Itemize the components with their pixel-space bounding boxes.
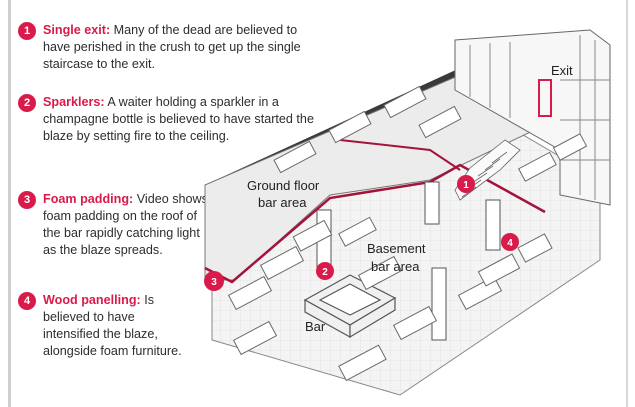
note-body: Is believed to have intensified the blaz… xyxy=(43,293,182,358)
marker-number: 2 xyxy=(322,267,328,278)
note-heading: Single exit: xyxy=(43,23,111,37)
note-sparklers: 2 Sparklers: A waiter holding a sparkler… xyxy=(18,94,318,145)
marker-4: 4 xyxy=(501,233,519,251)
marker-number: 1 xyxy=(463,180,469,191)
booth-seating xyxy=(227,85,588,382)
exit-structure xyxy=(454,29,611,206)
note-wood-panelling: 4 Wood panelling: Is believed to have in… xyxy=(18,292,193,360)
right-border-rule xyxy=(626,0,628,407)
label-basement-area: bar area xyxy=(371,259,420,274)
exit-door xyxy=(538,79,552,117)
label-ground-floor-area: bar area xyxy=(258,195,307,210)
note-number-badge: 4 xyxy=(18,292,36,310)
label-basement: Basement xyxy=(367,241,426,256)
left-border-rule xyxy=(8,0,11,407)
note-body: Video shows foam padding on the roof of … xyxy=(43,192,208,257)
note-single-exit: 1 Single exit: Many of the dead are beli… xyxy=(18,22,318,73)
marker-number: 4 xyxy=(507,238,513,249)
marker-2: 2 xyxy=(316,262,334,280)
note-heading: Sparklers: xyxy=(43,95,105,109)
note-foam-padding: 3 Foam padding: Video shows foam padding… xyxy=(18,191,208,259)
label-exit: Exit xyxy=(551,63,573,78)
note-heading: Foam padding: xyxy=(43,192,134,206)
fire-spread-line-upper xyxy=(339,139,461,171)
note-heading: Wood panelling: xyxy=(43,293,141,307)
note-number-badge: 2 xyxy=(18,94,36,112)
note-number-badge: 1 xyxy=(18,22,36,40)
label-bar: Bar xyxy=(305,319,326,334)
bar-counter xyxy=(303,274,397,339)
note-body: Many of the dead are believed to have pe… xyxy=(43,23,301,71)
note-number-badge: 3 xyxy=(18,191,36,209)
exit-windows xyxy=(469,35,610,200)
marker-1: 1 xyxy=(457,175,475,193)
marker-number: 3 xyxy=(211,277,217,288)
label-ground-floor: Ground floor xyxy=(247,178,320,193)
marker-3: 3 xyxy=(204,271,224,291)
note-body: A waiter holding a sparkler in a champag… xyxy=(43,95,314,143)
